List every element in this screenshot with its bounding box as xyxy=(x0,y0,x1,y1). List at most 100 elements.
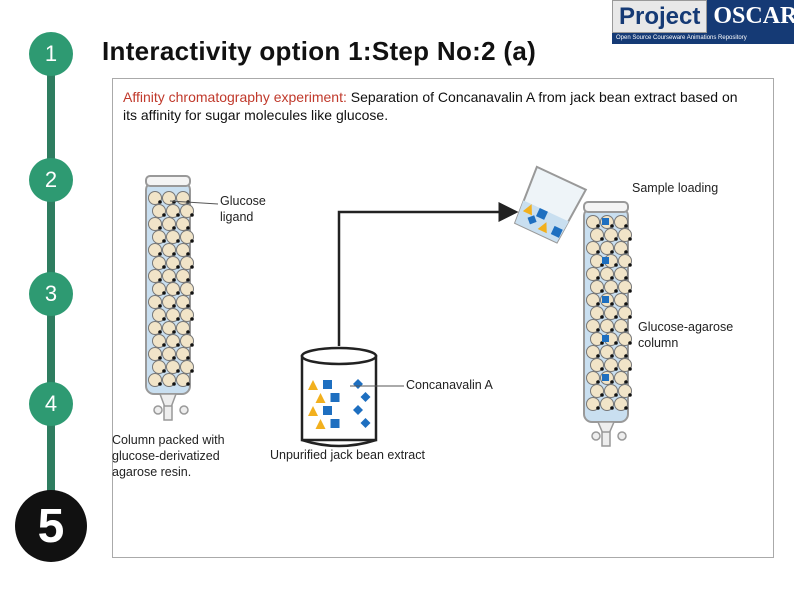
resin-bead xyxy=(600,267,614,281)
resin-bead xyxy=(166,360,180,374)
ligand-dot xyxy=(624,406,628,410)
ligand-dot xyxy=(186,226,190,230)
resin-bead xyxy=(586,215,600,229)
ligand-dot xyxy=(600,237,604,241)
ligand-dot xyxy=(190,239,194,243)
ligand-dot xyxy=(190,343,194,347)
resin-bead xyxy=(180,282,194,296)
resin-bead xyxy=(604,228,618,242)
unpurified-extract-label: Unpurified jack bean extract xyxy=(270,448,425,462)
resin-bead xyxy=(176,217,190,231)
molecule-triangle xyxy=(308,380,318,390)
ligand-dot xyxy=(176,369,180,373)
resin-column-left xyxy=(145,175,194,421)
resin-bead xyxy=(586,293,600,307)
resin-bead xyxy=(590,280,604,294)
step-5-button[interactable]: 5 xyxy=(15,490,87,562)
protein-square xyxy=(602,335,609,342)
ligand-dot xyxy=(628,263,632,267)
ligand-dot xyxy=(624,276,628,280)
resin-bead xyxy=(618,358,632,372)
ligand-dot xyxy=(172,382,176,386)
ligand-dot xyxy=(158,278,162,282)
resin-bead xyxy=(162,217,176,231)
resin-bead xyxy=(162,347,176,361)
resin-bead xyxy=(152,282,166,296)
resin-bead xyxy=(618,384,632,398)
ligand-dot xyxy=(172,304,176,308)
resin-bead xyxy=(614,293,628,307)
resin-bead xyxy=(586,319,600,333)
molecule-triangle xyxy=(522,204,532,216)
step-2-button[interactable]: 2 xyxy=(29,158,73,202)
ligand-dot xyxy=(614,315,618,319)
ligand-dot xyxy=(628,289,632,293)
resin-bead xyxy=(152,230,166,244)
resin-bead xyxy=(162,295,176,309)
ligand-dot xyxy=(158,382,162,386)
ligand-dot xyxy=(614,393,618,397)
resin-bead xyxy=(152,360,166,374)
ligand-dot xyxy=(600,393,604,397)
ligand-dot xyxy=(610,380,614,384)
ligand-dot xyxy=(190,213,194,217)
ligand-dot xyxy=(162,291,166,295)
resin-bead xyxy=(166,256,180,270)
resin-bead xyxy=(586,267,600,281)
resin-bead xyxy=(618,306,632,320)
resin-bead xyxy=(166,308,180,322)
ligand-dot xyxy=(596,380,600,384)
ligand-dot xyxy=(610,406,614,410)
resin-bead xyxy=(176,347,190,361)
description-highlight: Affinity chromatography experiment: xyxy=(123,89,347,105)
resin-bead xyxy=(614,267,628,281)
ligand-dot xyxy=(172,226,176,230)
ligand-dot xyxy=(176,265,180,269)
resin-bead xyxy=(604,358,618,372)
resin-bead xyxy=(152,256,166,270)
molecule-diamond xyxy=(360,392,371,402)
molecule-diamond xyxy=(353,405,363,415)
ligand-dot xyxy=(176,291,180,295)
resin-bead xyxy=(618,228,632,242)
column-packed-label: Column packed with glucose-derivatized a… xyxy=(112,433,225,479)
ligand-dot xyxy=(628,315,632,319)
ligand-dot xyxy=(596,328,600,332)
ligand-dot xyxy=(596,224,600,228)
ligand-dot xyxy=(158,252,162,256)
resin-bead xyxy=(162,373,176,387)
resin-bead xyxy=(148,191,162,205)
protein-square xyxy=(602,374,609,381)
step-3-button[interactable]: 3 xyxy=(29,272,73,316)
ligand-dot xyxy=(628,341,632,345)
resin-bead xyxy=(586,371,600,385)
ligand-dot xyxy=(614,237,618,241)
resin-bead xyxy=(162,269,176,283)
resin-bead xyxy=(618,332,632,346)
experiment-description: Affinity chromatography experiment: Sepa… xyxy=(123,88,743,124)
molecule-square xyxy=(330,393,340,402)
step-1-button[interactable]: 1 xyxy=(29,32,73,76)
ligand-dot xyxy=(596,406,600,410)
resin-bead xyxy=(148,347,162,361)
ligand-dot xyxy=(596,250,600,254)
sample-loading-beaker xyxy=(513,165,588,244)
resin-bead xyxy=(600,397,614,411)
ligand-dot xyxy=(610,302,614,306)
glucose-agarose-column xyxy=(583,201,632,447)
resin-bead xyxy=(600,319,614,333)
resin-bead xyxy=(600,345,614,359)
ligand-dot xyxy=(600,315,604,319)
protein-square xyxy=(602,296,609,303)
ligand-dot xyxy=(624,328,628,332)
step-4-button[interactable]: 4 xyxy=(29,382,73,426)
ligand-dot xyxy=(628,393,632,397)
molecule-diamond xyxy=(527,215,537,225)
resin-bead xyxy=(176,243,190,257)
ligand-dot xyxy=(162,369,166,373)
glucose-ligand-leader xyxy=(169,200,219,205)
ligand-dot xyxy=(172,278,176,282)
resin-bead xyxy=(180,256,194,270)
transfer-arrow xyxy=(337,202,519,346)
